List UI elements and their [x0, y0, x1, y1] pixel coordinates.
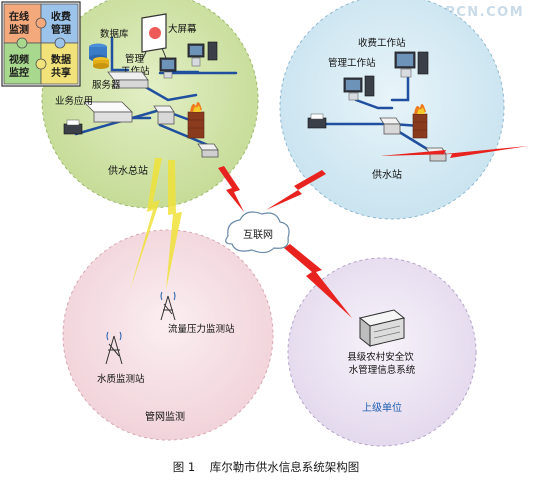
zone-pipe-monitor	[62, 229, 274, 441]
server-icon	[107, 71, 149, 89]
svg-text:数据 共享: 数据 共享	[51, 53, 74, 79]
router-icon	[379, 117, 401, 135]
zone-upper-title: 上级单位	[362, 401, 402, 414]
wireless-link-icon	[130, 158, 182, 290]
label-mgmt-workstation-supply: 管理工作站	[328, 57, 376, 69]
database-icon	[89, 43, 109, 69]
label-mgmt-workstation: 管理	[125, 53, 145, 65]
tower-icon	[160, 291, 176, 321]
firewall-icon	[187, 101, 205, 139]
puzzle-label: 监测	[9, 23, 29, 36]
svg-text:视频 监控: 视频 监控	[9, 53, 32, 79]
label-system-line2: 水管理信息系统	[349, 364, 416, 376]
label-water-quality: 水质监测站	[97, 373, 145, 385]
internet-cloud-icon	[225, 211, 290, 254]
puzzle-piece-billing	[40, 3, 79, 44]
puzzle-piece-video	[3, 42, 42, 85]
label-system-line1: 县级农村安全饮	[347, 351, 414, 363]
label-database: 数据库	[100, 28, 129, 40]
printer-icon	[63, 119, 83, 135]
zone-supply-station	[279, 0, 505, 220]
big-screen-icon	[141, 13, 167, 61]
puzzle-label: 视频	[9, 53, 29, 66]
puzzle-label: 共享	[51, 66, 71, 79]
puzzle-label: 在线	[9, 10, 29, 23]
svg-text:在线 监测: 在线 监测	[9, 10, 32, 36]
internet-link-icon	[218, 146, 528, 318]
label-billing-workstation: 收费工作站	[358, 37, 406, 49]
printer-icon	[307, 113, 327, 129]
zone-upper-unit	[287, 257, 477, 447]
system-server-icon	[358, 309, 406, 348]
puzzle-label: 管理	[51, 23, 71, 36]
router-icon	[153, 105, 175, 125]
puzzle-piece-share	[40, 42, 79, 85]
label-server: 服务器	[92, 79, 121, 91]
puzzle-label: 收费	[51, 10, 71, 23]
label-big-screen: 大屏幕	[168, 23, 197, 35]
svg-text:收费 管理: 收费 管理	[51, 10, 74, 36]
puzzle-label: 监控	[9, 66, 29, 79]
zone-main-title: 供水总站	[108, 164, 148, 177]
workstation-icon	[343, 75, 375, 101]
modem-icon	[197, 143, 219, 158]
zone-supply-title: 供水站	[372, 168, 402, 181]
figure-caption: 图 1 库尔勒市供水信息系统架构图	[173, 460, 360, 474]
zone-pipe-title: 管网监测	[145, 410, 185, 423]
tower-icon	[105, 331, 123, 365]
puzzle-piece-online	[3, 3, 42, 44]
internet-label: 互联网	[243, 229, 273, 241]
application-server-icon	[83, 101, 133, 123]
firewall-icon	[412, 103, 428, 139]
workstation-icon	[394, 51, 429, 78]
label-flow-pressure: 流量压力监测站	[168, 323, 235, 335]
puzzle-label: 数据	[51, 53, 71, 66]
label-business-app: 业务应用	[55, 95, 93, 107]
workstation-icon	[159, 57, 177, 79]
svg-text:县级农村安全饮 水管理信息系统: 县级农村安全饮 水管理信息系统	[347, 351, 417, 376]
workstation-icon	[187, 41, 218, 67]
function-puzzle: 在线 监测 收费 管理 视频 监控 数据 共享	[1, 1, 81, 87]
